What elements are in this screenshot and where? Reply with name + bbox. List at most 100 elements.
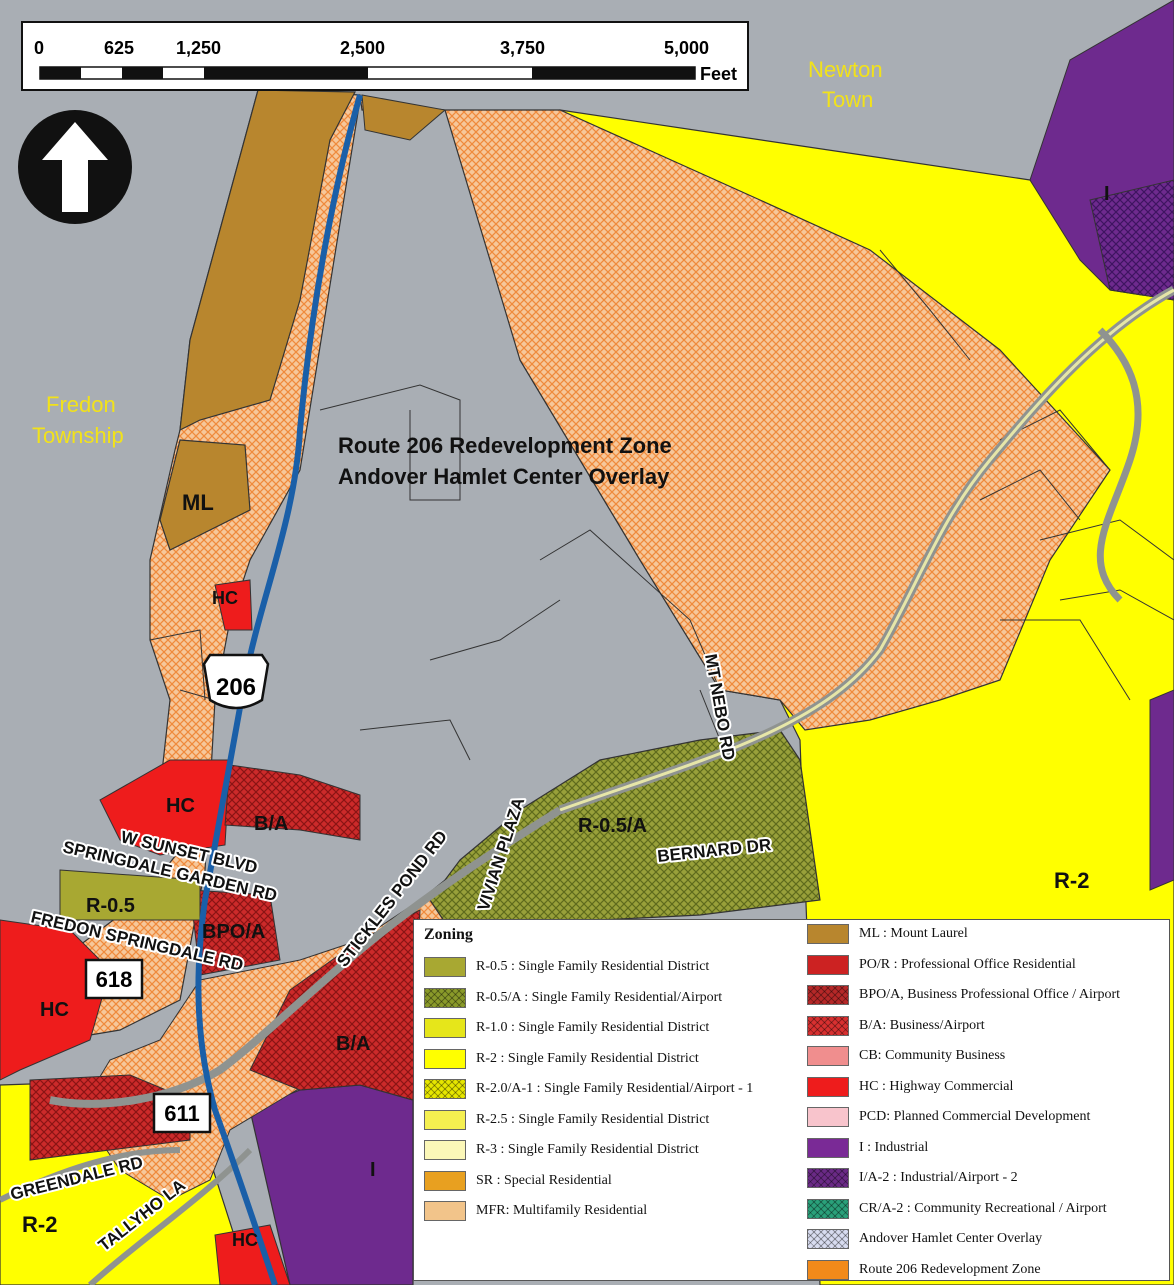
legend-label: SR : Special Residential bbox=[476, 1172, 612, 1188]
zone-label-hc-1: HC bbox=[212, 588, 238, 608]
secondary-road-northeast-centerline bbox=[559, 288, 1174, 812]
legend-swatch bbox=[807, 924, 849, 944]
route-206-highway bbox=[195, 94, 363, 1285]
legend-swatch bbox=[807, 954, 849, 975]
legend-label: CR/A-2 : Community Recreational / Airpor… bbox=[859, 1200, 1107, 1216]
zone-label-ml: ML bbox=[182, 490, 214, 515]
legend-item-bpo-a-business-professional-office-airpo: BPO/A, Business Professional Office / Ai… bbox=[807, 983, 1120, 1007]
legend-item-r-2-0-a-1-single-family-residential-airp: R-2.0/A-1 : Single Family Residential/Ai… bbox=[424, 1077, 753, 1101]
zone-label-ba-1: B/A bbox=[254, 813, 288, 835]
legend-swatch bbox=[807, 1107, 849, 1127]
legend-item-r-2-5-single-family-residential-district: R-2.5 : Single Family Residential Distri… bbox=[424, 1108, 709, 1132]
legend-item-r-1-0-single-family-residential-district: R-1.0 : Single Family Residential Distri… bbox=[424, 1016, 709, 1040]
legend-label: R-0.5/A : Single Family Residential/Airp… bbox=[476, 989, 723, 1005]
legend-swatch bbox=[807, 1259, 849, 1280]
zone-ba-south bbox=[249, 909, 421, 1101]
legend-item-pcd-planned-commercial-development: PCD: Planned Commercial Development bbox=[807, 1105, 1090, 1129]
legend-item-r-2-single-family-residential-district: R-2 : Single Family Residential District bbox=[424, 1047, 699, 1071]
secondary-road-east-loop bbox=[1096, 327, 1142, 603]
legend-title: Zoning bbox=[424, 926, 473, 943]
legend-swatch bbox=[807, 1076, 849, 1097]
legend-item-sr-special-residential: SR : Special Residential bbox=[424, 1169, 612, 1193]
legend-swatch bbox=[424, 1140, 466, 1160]
route-611-shield-number: 611 bbox=[164, 1101, 200, 1126]
zone-industrial-northeast-hatch bbox=[1089, 179, 1174, 301]
legend-swatch bbox=[424, 1018, 466, 1038]
legend-item-r-0-5-single-family-residential-district: R-0.5 : Single Family Residential Distri… bbox=[424, 955, 709, 979]
legend-item-cb-community-business: CB: Community Business bbox=[807, 1044, 1005, 1068]
scale-tick-625: 625 bbox=[104, 38, 134, 58]
legend-label: CB: Community Business bbox=[859, 1048, 1006, 1063]
legend-item-b-a-business-airport: B/A: Business/Airport bbox=[807, 1014, 985, 1038]
secondary-road-southwest bbox=[49, 806, 563, 1108]
zone-hc-3 bbox=[0, 919, 111, 1081]
zone-label-bpoa: BPO/A bbox=[202, 921, 265, 943]
legend-label: HC : Highway Commercial bbox=[859, 1078, 1014, 1094]
zone-label-hc-3: HC bbox=[40, 999, 69, 1021]
legend-label: I/A-2 : Industrial/Airport - 2 bbox=[859, 1170, 1018, 1185]
zone-industrial-east bbox=[1149, 689, 1174, 891]
legend-swatch bbox=[807, 1198, 849, 1219]
legend-item-po-r-professional-office-residential: PO/R : Professional Office Residential bbox=[807, 953, 1076, 977]
scale-tick-3750: 3,750 bbox=[500, 38, 545, 58]
zone-label-r05: R-0.5 bbox=[86, 895, 135, 917]
secondary-road-tallyho bbox=[87, 1147, 253, 1285]
legend-swatch bbox=[807, 1137, 849, 1158]
zone-hc-1 bbox=[214, 579, 253, 631]
legend-item-route-206-redevelopment-zone: Route 206 Redevelopment Zone bbox=[807, 1258, 1041, 1282]
zoning-legend: Zoning R-0.5 : Single Family Residential… bbox=[413, 919, 1170, 1281]
secondary-road-greendale bbox=[0, 1147, 181, 1203]
legend-label: Andover Hamlet Center Overlay bbox=[859, 1231, 1043, 1246]
fredon-label-line2: Township bbox=[32, 423, 124, 448]
legend-item-andover-hamlet-center-overlay: Andover Hamlet Center Overlay bbox=[807, 1227, 1042, 1251]
legend-label: PCD: Planned Commercial Development bbox=[859, 1109, 1091, 1124]
map-title-line2: Andover Hamlet Center Overlay bbox=[338, 464, 670, 489]
scale-tick-2500: 2,500 bbox=[340, 38, 385, 58]
zone-label-r2-1: R-2 bbox=[1054, 868, 1089, 893]
route-206-shield-number: 206 bbox=[216, 674, 256, 701]
zone-ml-west bbox=[159, 439, 251, 551]
newton-label-line1: Newton bbox=[808, 57, 883, 82]
legend-label: I : Industrial bbox=[859, 1139, 929, 1155]
legend-swatch bbox=[424, 957, 466, 977]
legend-swatch bbox=[424, 987, 466, 1008]
parcel-lines bbox=[149, 249, 1174, 761]
legend-swatch bbox=[424, 1109, 466, 1130]
legend-item-i-a-2-industrial-airport-2: I/A-2 : Industrial/Airport - 2 bbox=[807, 1166, 1018, 1190]
route-618-shield-number: 618 bbox=[96, 967, 133, 992]
fredon-label-line1: Fredon bbox=[46, 392, 116, 417]
legend-item-mfr-multifamily-residential: MFR: Multifamily Residential bbox=[424, 1199, 647, 1223]
scale-tick-5000: 5,000 bbox=[664, 38, 709, 58]
legend-swatch bbox=[807, 1168, 849, 1188]
legend-label: Route 206 Redevelopment Zone bbox=[859, 1261, 1041, 1277]
legend-item-r-0-5-a-single-family-residential-airpor: R-0.5/A : Single Family Residential/Airp… bbox=[424, 986, 722, 1010]
legend-label: MFR: Multifamily Residential bbox=[476, 1203, 648, 1218]
legend-label: R-2.0/A-1 : Single Family Residential/Ai… bbox=[476, 1081, 754, 1096]
legend-label: PO/R : Professional Office Residential bbox=[859, 956, 1076, 972]
zone-label-r05a: R-0.5/A bbox=[578, 815, 647, 837]
legend-label: R-0.5 : Single Family Residential Distri… bbox=[476, 959, 710, 974]
legend-label: R-2.5 : Single Family Residential Distri… bbox=[476, 1111, 710, 1127]
legend-swatch bbox=[424, 1048, 466, 1069]
legend-label: R-3 : Single Family Residential District bbox=[476, 1142, 699, 1157]
legend-swatch bbox=[807, 1015, 849, 1036]
scale-tick-1250: 1,250 bbox=[176, 38, 221, 58]
zone-label-hc-2: HC bbox=[166, 795, 195, 817]
zone-label-r2-2: R-2 bbox=[22, 1212, 57, 1237]
legend-swatch bbox=[424, 1170, 466, 1191]
route-611-shield: 611 bbox=[152, 1092, 212, 1134]
legend-swatch bbox=[424, 1079, 466, 1099]
legend-item-hc-highway-commercial: HC : Highway Commercial bbox=[807, 1075, 1013, 1099]
legend-swatch bbox=[807, 1046, 849, 1066]
scale-unit: Feet bbox=[700, 64, 737, 84]
legend-item-i-industrial: I : Industrial bbox=[807, 1136, 928, 1160]
route-206-shield: 206 bbox=[202, 653, 270, 710]
zone-bpoa bbox=[189, 889, 281, 976]
legend-swatch bbox=[807, 985, 849, 1005]
legend-swatch bbox=[424, 1201, 466, 1221]
zone-label-i-1: I bbox=[1104, 183, 1110, 205]
zone-ml-north-small bbox=[361, 94, 447, 141]
legend-label: BPO/A, Business Professional Office / Ai… bbox=[859, 987, 1121, 1002]
zone-redevelopment-main bbox=[59, 89, 1111, 1041]
legend-label: R-2 : Single Family Residential District bbox=[476, 1050, 699, 1066]
